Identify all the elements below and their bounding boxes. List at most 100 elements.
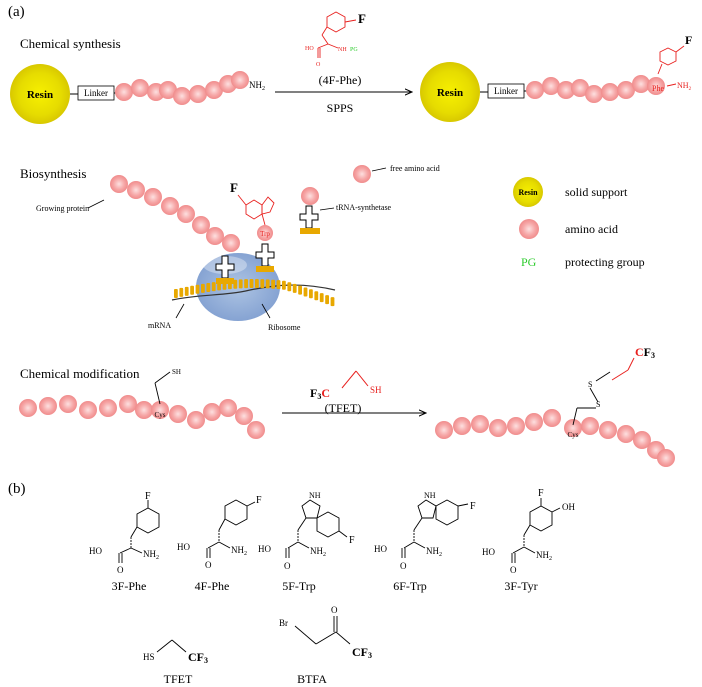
5f-trp-f: F [349,535,355,546]
ribosome-label: Ribosome [268,323,301,332]
3f-tyr-f: F [538,488,544,499]
cys-side-chain [154,371,171,405]
molecule-5f-trp: NH F HO O NH2 5F-Trp [258,491,355,593]
amino-acid-bead [235,407,253,425]
linker-label-right: Linker [494,86,518,96]
amino-acid-bead [571,79,589,97]
legend-amino-acid-swatch [519,219,539,239]
amino-acid-bead [189,85,207,103]
amino-acid-bead [435,421,453,439]
amino-acid-bead [247,421,265,439]
amino-acid-bead [507,417,525,435]
disulfide-s1: S [596,400,600,409]
product-cys-label: Cys [568,431,579,439]
amino-acid-bead [151,401,169,419]
trna-right [255,243,275,272]
resin-bead-right: Resin [420,62,480,122]
amino-acid-bead [206,227,224,245]
4f-phe-nh2: NH2 [231,545,247,557]
amino-acid-bead [601,83,619,101]
peptide-chain-cys [19,395,265,439]
amino-acid-bead [110,175,128,193]
cf3-ethyl [611,357,635,381]
amino-acid-bead [127,181,145,199]
tfet-hs: HS [143,652,155,662]
product-cf3: CF3 [635,345,655,360]
3f-tyr-o: O [510,565,517,575]
reagent-4f-phe-pg [317,11,357,58]
reagent-pg: PG [350,47,358,53]
trp-label: Trp [260,230,270,238]
tfet-reagent-f3c: F3C [310,386,330,401]
btfa-o: O [331,605,338,615]
amino-acid-bead [489,419,507,437]
reagent-o: O [316,62,321,68]
trp-bead [257,225,273,241]
amino-acid-bead [119,395,137,413]
amino-acid-bead [599,421,617,439]
phe-label: Phe [652,84,664,93]
growing-protein-label: Growing protein [36,204,89,213]
free-amino-acid-bead [353,165,371,183]
disulfide-side-chain [572,371,611,426]
amino-acid-bead [617,425,635,443]
cys-sh-label: SH [172,368,181,376]
molecule-4f-phe: F HO O NH2 4F-Phe [177,495,262,593]
amino-acid-bead [222,234,240,252]
amino-acid-bead [79,401,97,419]
3f-phe-o: O [117,565,124,575]
molecule-btfa: Br O CF3 BTFA [279,605,372,686]
3f-phe-name: 3F-Phe [112,579,147,593]
5f-trp-o: O [284,561,291,571]
btfa-br: Br [279,618,288,628]
amino-acid-bead [131,79,149,97]
reagent-name-4f-phe: (4F-Phe) [319,73,362,87]
amino-acid-bead [617,81,635,99]
4f-phe-f: F [256,495,262,506]
amino-acid-bead [159,81,177,99]
5f-trp-nh2: NH2 [310,546,326,558]
nh2-label-start: NH2 [249,80,265,92]
legend-amino-acid: amino acid [565,222,618,236]
btfa-name: BTFA [297,672,327,686]
molecule-tfet: HS CF3 TFET [143,639,208,686]
tfet-name: TFET [164,672,193,686]
amino-acid-bead [169,405,187,423]
amino-acid-bead [564,419,582,437]
3f-tyr-ho: HO [482,547,495,557]
amino-acid-bead [187,411,205,429]
3f-tyr-name: 3F-Tyr [504,579,537,593]
amino-acid-bead [19,399,37,417]
amino-acid-bead [453,417,471,435]
growing-protein-chain [110,175,240,252]
legend-pg: PG [521,255,537,269]
panel-a-label: (a) [8,4,25,20]
3f-phe-f: F [145,491,151,502]
legend-resin-swatch [513,177,543,207]
amino-acid-bead [231,71,249,89]
6f-trp-nh2: NH2 [426,546,442,558]
trp-fluorine: F [230,180,238,195]
tfet-reagent-sh: SH [370,385,382,395]
amino-acid-bead [39,397,57,415]
biosynthesis-title: Biosynthesis [20,166,86,181]
molecule-6f-trp: NH F HO O NH2 6F-Trp [374,491,476,593]
4f-phe-o: O [205,560,212,570]
legend-resin-label: Resin [518,188,538,197]
legend-protecting-group: protecting group [565,255,645,269]
6f-trp-name: 6F-Trp [393,579,427,593]
mrna-label: mRNA [148,321,171,330]
tfet-reagent-skeleton [341,370,369,389]
4f-phe-name: 4F-Phe [195,579,230,593]
amino-acid-bead [144,188,162,206]
trna-synthetase [299,205,320,234]
amino-acid-bead [135,401,153,419]
4f-phe-ho: HO [177,542,190,552]
amino-acid-bead [219,399,237,417]
5f-trp-name: 5F-Trp [282,579,316,593]
5f-trp-ho: HO [258,544,271,554]
6f-trp-nh: NH [424,491,436,500]
product-nh2: NH2 [677,81,692,92]
product-fluorine: F [685,33,692,47]
